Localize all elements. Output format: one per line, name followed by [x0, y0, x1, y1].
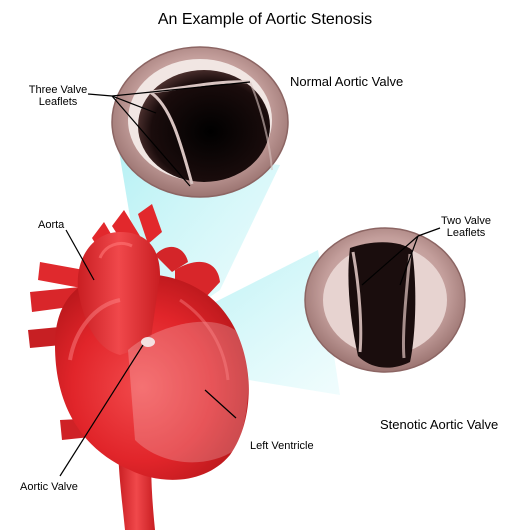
label-three-valve-leaflets-line2: Leaflets: [39, 96, 78, 108]
label-three-valve-leaflets-line1: Three Valve: [29, 84, 88, 96]
label-left-ventricle: Left Ventricle: [250, 440, 314, 452]
label-two-valve-leaflets-line1: Two Valve: [441, 215, 491, 227]
diagram-title: An Example of Aortic Stenosis: [158, 11, 372, 28]
stenotic-valve-illustration: [304, 227, 466, 373]
normal-valve-illustration: [111, 46, 289, 198]
label-aortic-valve: Aortic Valve: [20, 481, 78, 493]
leader-lines: [59, 81, 441, 477]
heart-illustration: [28, 204, 249, 530]
label-normal-aortic-valve: Normal Aortic Valve: [290, 74, 403, 89]
label-two-valve-leaflets-line2: Leaflets: [447, 227, 486, 239]
label-aorta: Aorta: [38, 219, 65, 231]
label-stenotic-aortic-valve: Stenotic Aortic Valve: [380, 417, 498, 432]
